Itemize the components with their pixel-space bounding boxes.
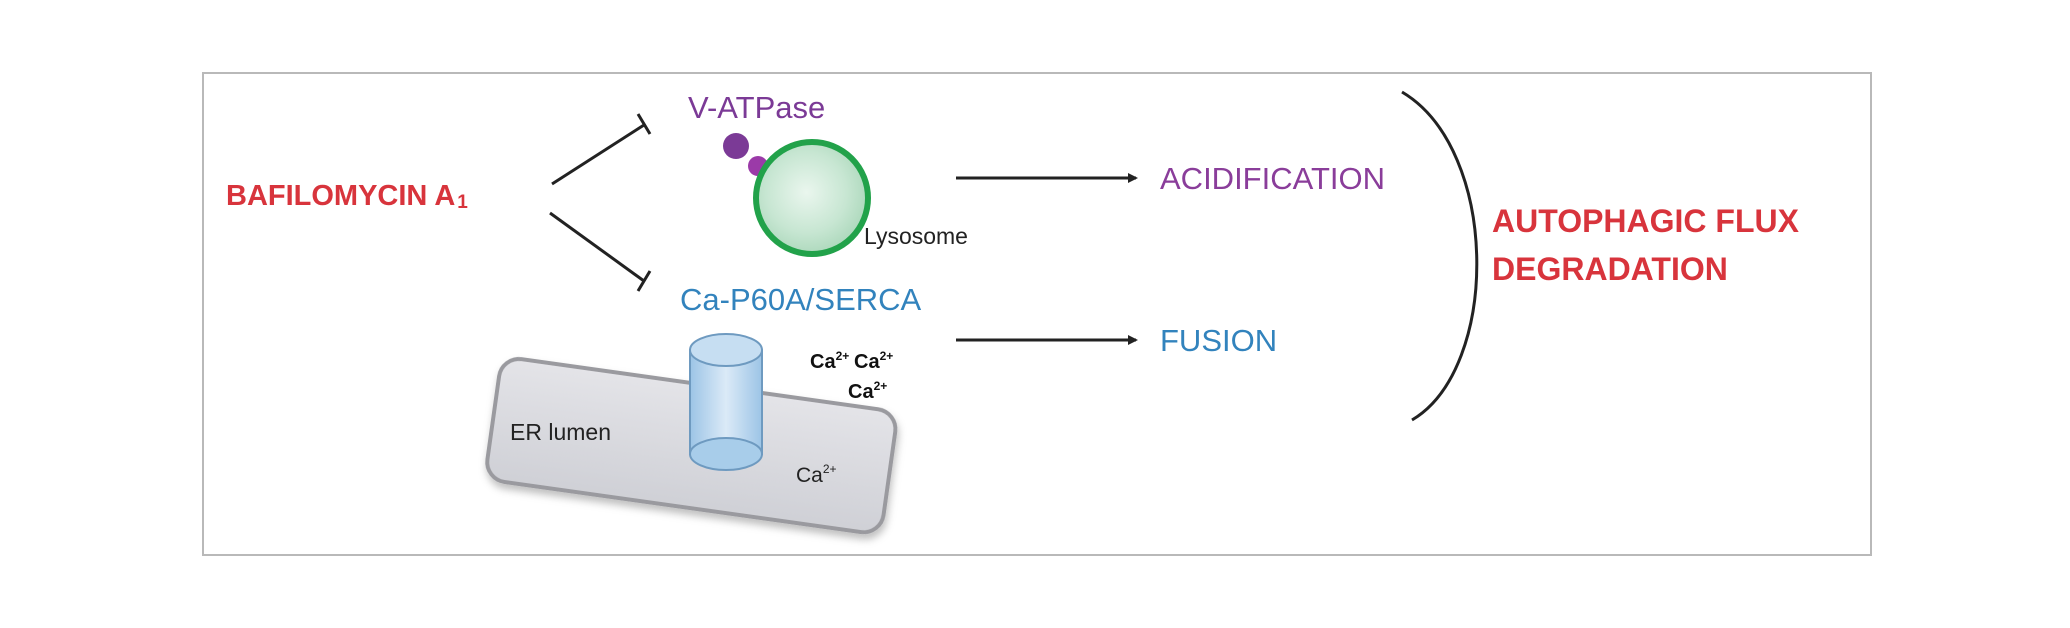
drug-name: BAFILOMYCIN A (226, 180, 455, 212)
serca-channel-icon (689, 333, 763, 471)
cytosolic-calcium-ions: Ca2+ Ca2+ Ca2+ (810, 349, 893, 403)
vatpase-label: V-ATPase (688, 90, 825, 125)
calcium-ion-1: Ca2+ (810, 349, 849, 373)
calcium-ion-2: Ca2+ (854, 349, 893, 373)
er-lumen-label: ER lumen (510, 419, 611, 445)
acidification-label: ACIDIFICATION (1160, 161, 1385, 196)
drug-subscript: 1 (457, 192, 468, 213)
diagram-frame (202, 72, 1872, 556)
lysosome-icon (753, 139, 871, 257)
outcome-line2: DEGRADATION (1492, 251, 1728, 287)
inhibition-to-serca (549, 211, 652, 292)
outcome-line1: AUTOPHAGIC FLUX (1492, 203, 1800, 239)
outcome-bracket (1401, 90, 1479, 422)
inhibition-to-vatpase (551, 113, 652, 186)
lysosome-label: Lysosome (864, 223, 968, 249)
calcium-ion-3: Ca2+ (848, 379, 887, 403)
vatpase-icon (723, 133, 768, 176)
serca-label: Ca-P60A/SERCA (680, 282, 922, 317)
fusion-label: FUSION (1160, 323, 1277, 358)
er-calcium-ion: Ca2+ (796, 462, 837, 487)
